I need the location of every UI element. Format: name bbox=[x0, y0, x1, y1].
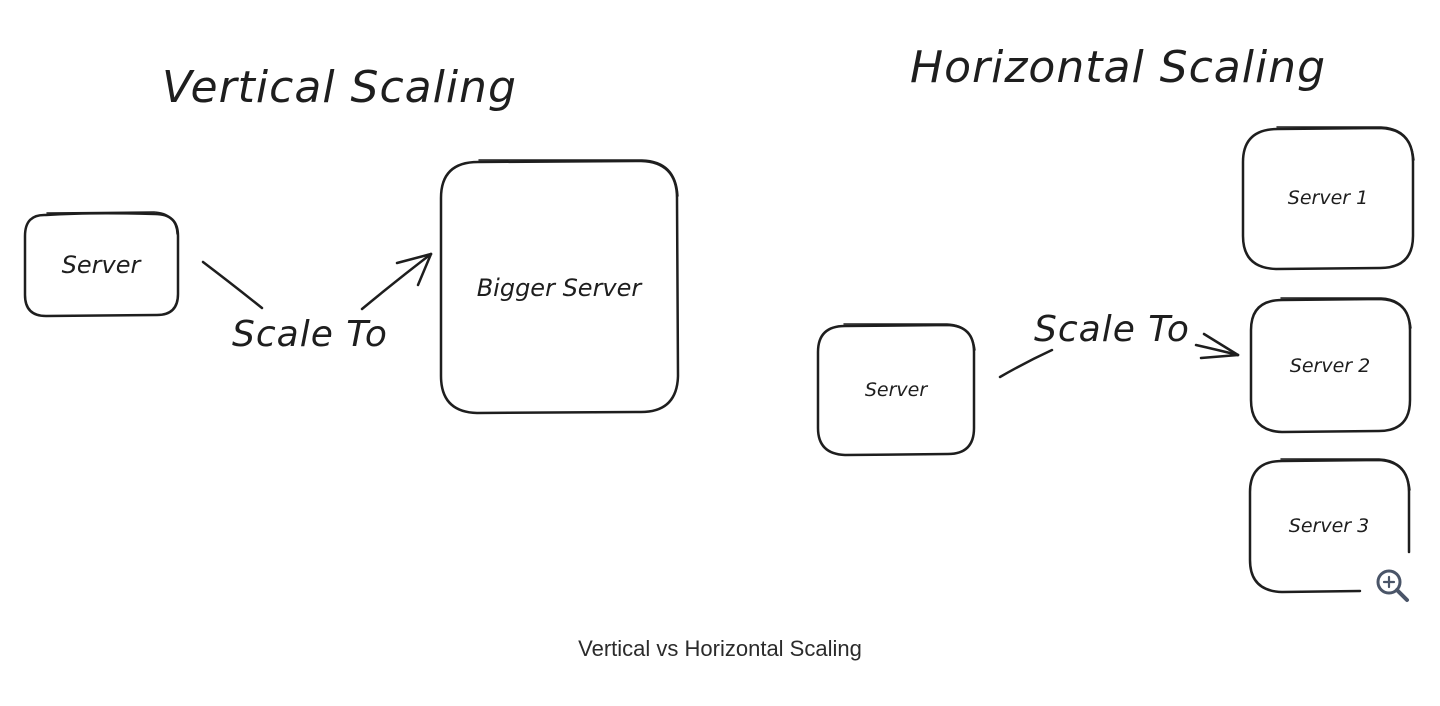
horizontal-scaling-section: Horizontal Scaling Server Scale To bbox=[816, 42, 1415, 594]
horizontal-connector-line bbox=[998, 348, 1054, 379]
bigger-server-box bbox=[439, 159, 680, 415]
figure-caption: Vertical vs Horizontal Scaling bbox=[578, 636, 862, 661]
server-3-box bbox=[1248, 458, 1411, 594]
vertical-arrow-label: Scale To bbox=[232, 314, 388, 355]
horizontal-source-server-box bbox=[816, 323, 976, 457]
vertical-connector-line bbox=[201, 260, 264, 310]
vertical-arrow bbox=[360, 252, 433, 311]
horizontal-scaling-title: Horizontal Scaling bbox=[910, 42, 1326, 93]
server-2-box bbox=[1249, 297, 1412, 434]
server-1-box bbox=[1241, 126, 1415, 271]
vertical-source-server-label: Server bbox=[62, 251, 143, 279]
server-1-label: Server 1 bbox=[1288, 187, 1368, 209]
server-3-label: Server 3 bbox=[1289, 515, 1369, 537]
vertical-scaling-section: Vertical Scaling Server Scale To bbox=[23, 62, 680, 415]
horizontal-source-server-label: Server bbox=[865, 379, 928, 401]
vertical-scaling-title: Vertical Scaling bbox=[162, 62, 517, 113]
vertical-source-server-box bbox=[23, 211, 180, 318]
horizontal-arrow bbox=[1194, 332, 1240, 360]
zoom-in-icon[interactable] bbox=[1372, 566, 1412, 606]
horizontal-arrow-label: Scale To bbox=[1034, 309, 1190, 350]
server-2-label: Server 2 bbox=[1290, 355, 1370, 377]
bigger-server-label: Bigger Server bbox=[477, 274, 644, 302]
